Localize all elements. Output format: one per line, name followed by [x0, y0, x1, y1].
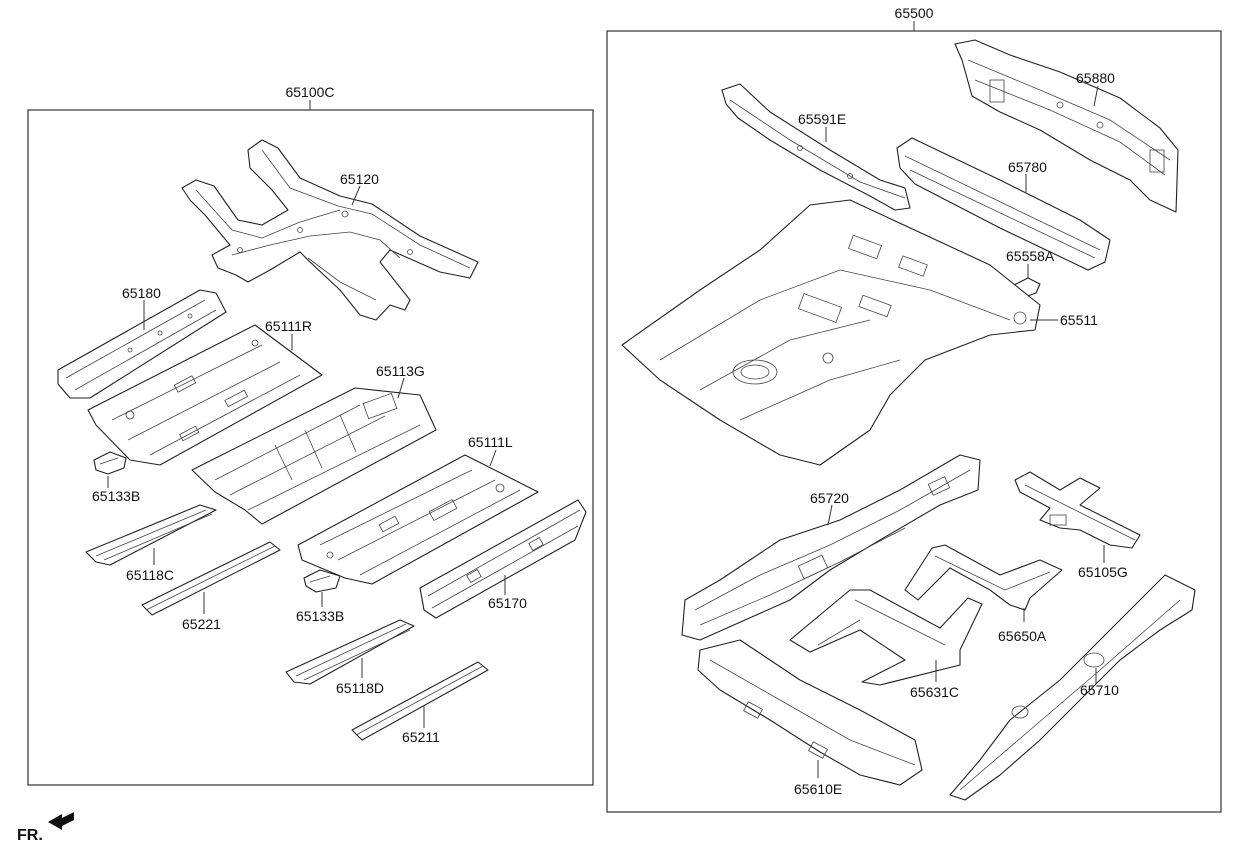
part-65120-crossmember-frame: [181, 139, 479, 321]
label-65880: 65880: [1076, 70, 1115, 86]
label-65558A: 65558A: [1006, 248, 1055, 264]
part-65118C-member: [85, 504, 217, 566]
part-65631C-crossmember: [789, 589, 983, 686]
part-65111L-floor-panel-lh: [297, 454, 539, 585]
label-65133B-lower: 65133B: [296, 608, 344, 624]
label-65111R: 65111R: [265, 318, 312, 334]
part-65133B-bracket-upper: [93, 451, 127, 475]
label-65113G: 65113G: [376, 363, 425, 379]
label-65180: 65180: [122, 285, 161, 301]
part-65113G-center-tunnel: [191, 387, 437, 525]
part-65780-rear-crossmember: [896, 137, 1111, 271]
label-65720: 65720: [810, 490, 849, 506]
label-65511: 65511: [1060, 312, 1098, 328]
label-65120: 65120: [340, 171, 379, 187]
label-65780: 65780: [1008, 159, 1047, 175]
assembly-label-right: 65500: [895, 5, 934, 21]
front-direction-arrow-icon: [48, 812, 74, 830]
part-65610E-rear-floor-member: [697, 639, 923, 786]
label-65650A: 65650A: [998, 628, 1047, 644]
part-65118D-member: [285, 619, 415, 685]
label-65631C: 65631C: [910, 684, 959, 700]
part-65180-side-rail: [57, 289, 227, 399]
part-65650A-crossmember: [904, 544, 1063, 611]
part-65880-rear-panel: [954, 39, 1179, 213]
label-65591E: 65591E: [798, 111, 846, 127]
part-65511-rear-floor-panel: [621, 199, 1041, 466]
part-65211-reinforcement: [351, 661, 489, 741]
part-65111R-floor-panel-rh: [87, 324, 323, 466]
label-65710: 65710: [1080, 682, 1119, 698]
part-65720-rear-side-member: [681, 454, 981, 641]
part-65133B-bracket-lower: [303, 569, 341, 593]
part-65105G-crossmember: [1014, 471, 1141, 549]
part-65221-reinforcement: [141, 541, 281, 616]
label-65105G: 65105G: [1078, 564, 1128, 580]
label-65610E: 65610E: [794, 781, 842, 797]
front-direction-label: FR.: [17, 827, 43, 844]
label-65211: 65211: [402, 729, 440, 745]
label-65111L: 65111L: [468, 434, 513, 450]
label-65118C: 65118C: [126, 567, 174, 583]
label-65133B-upper: 65133B: [92, 488, 140, 504]
label-65118D: 65118D: [336, 680, 384, 696]
part-65170-side-member: [419, 499, 587, 619]
assembly-label-left: 65100C: [285, 84, 334, 100]
part-65591E-rear-member: [721, 83, 911, 211]
part-65710-rear-side-member: [949, 574, 1196, 801]
label-65221: 65221: [182, 616, 221, 632]
label-65170: 65170: [488, 595, 527, 611]
